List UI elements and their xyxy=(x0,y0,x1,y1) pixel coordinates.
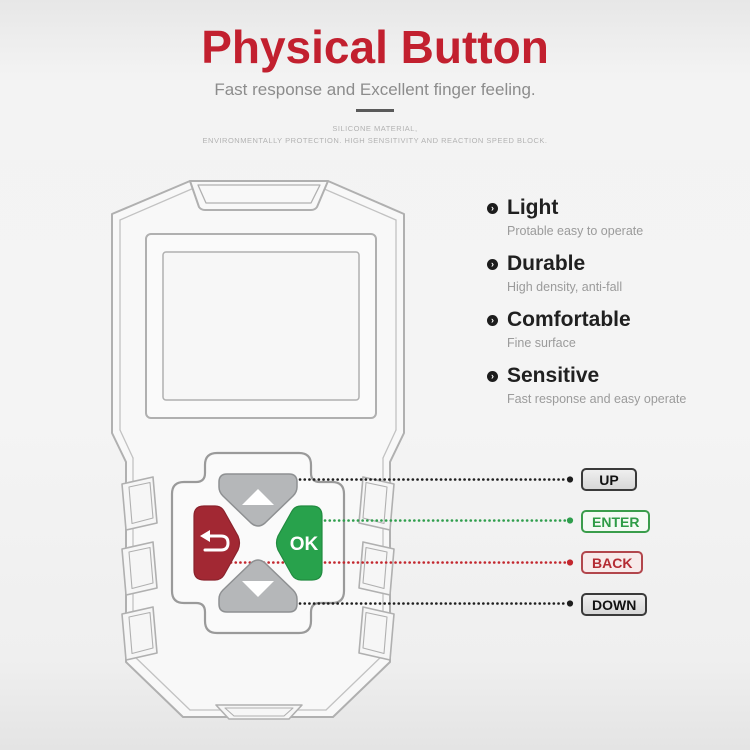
chevron-bullet-icon: › xyxy=(487,315,498,326)
feature-title: Durable xyxy=(507,252,586,275)
chevron-bullet-icon: › xyxy=(487,259,498,270)
back-button xyxy=(193,505,241,581)
feature-list: › Light Protable easy to operate › Durab… xyxy=(487,196,727,420)
return-arrow-icon xyxy=(200,530,230,552)
down-triangle-icon xyxy=(242,581,274,597)
feature-item-durable: › Durable High density, anti-fall xyxy=(487,252,727,295)
bottom-detail-inner xyxy=(224,707,294,717)
side-grips xyxy=(121,476,395,661)
dpad-cross-outline xyxy=(170,451,346,635)
ok-button xyxy=(275,505,323,581)
fine-print-line2: ENVIRONMENTALLY PROTECTION. HIGH SENSITI… xyxy=(202,136,548,145)
feature-desc: Fine surface xyxy=(507,336,576,350)
feature-title: Sensitive xyxy=(507,364,600,387)
feature-desc: Fast response and easy operate xyxy=(507,392,687,406)
page-title: Physical Button xyxy=(201,21,549,73)
divider xyxy=(356,109,394,112)
down-line-end-dot xyxy=(566,600,574,607)
chevron-bullet-icon: › xyxy=(487,371,498,382)
feature-desc: Protable easy to operate xyxy=(507,224,644,238)
fine-print-line1: SILICONE MATERIAL, xyxy=(332,124,418,133)
enter-line-end-dot xyxy=(566,517,574,524)
feature-item-light: › Light Protable easy to operate xyxy=(487,196,727,239)
up-triangle-icon xyxy=(242,489,274,505)
connector-tab-inner xyxy=(197,184,321,204)
up-label-badge: UP xyxy=(581,468,637,491)
back-line-end-dot xyxy=(566,559,574,566)
device-screen-inner xyxy=(162,251,360,401)
feature-title: Light xyxy=(507,196,559,219)
ok-button-label: OK xyxy=(290,534,319,555)
down-label-badge: DOWN xyxy=(581,593,648,616)
up-line-end-dot xyxy=(566,476,574,483)
feature-item-sensitive: › Sensitive Fast response and easy opera… xyxy=(487,364,727,407)
chevron-bullet-icon: › xyxy=(487,203,498,214)
enter-label-badge: ENTER xyxy=(581,510,651,533)
feature-desc: High density, anti-fall xyxy=(507,280,623,294)
back-label-badge: BACK xyxy=(581,551,644,574)
page-subtitle: Fast response and Excellent finger feeli… xyxy=(214,80,536,99)
feature-title: Comfortable xyxy=(507,308,631,331)
feature-item-comfortable: › Comfortable Fine surface xyxy=(487,308,727,351)
